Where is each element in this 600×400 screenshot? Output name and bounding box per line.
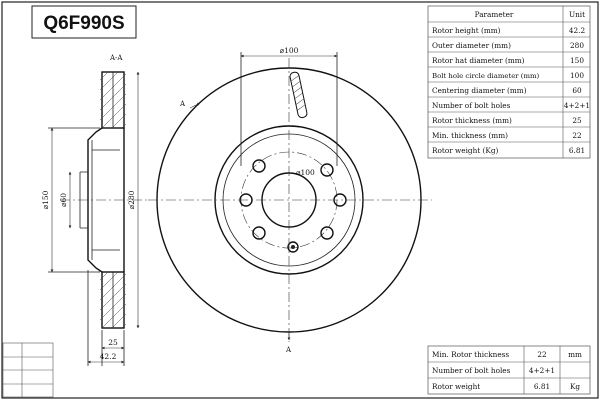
spec-row-value: 22 [572,131,581,140]
corner-stamp [2,342,54,398]
spec-row-param: Outer diameter (mm) [432,41,511,50]
bolt-hole [252,159,266,173]
section-view: A-A [41,54,150,366]
dim-bolt-circle-top: ⌀100 [280,46,299,55]
section-mark-top: A [179,100,186,108]
dim-hat-diameter: ⌀150 [41,190,50,209]
spec-row-param: Centering diameter (mm) [432,86,527,95]
part-code: Q6F990S [43,13,124,34]
summary-row-value: 22 [537,350,546,359]
spec-row-param: Bolt hole circle diameter (mm) [432,72,540,80]
title-block: Q6F990S [31,5,137,39]
dim-total-height: 42.2 [100,352,117,361]
summary-row-label: Rotor weight [432,382,480,391]
locating-hole [287,241,299,253]
section-view-label: A-A [109,54,123,62]
vent-slot [289,71,308,119]
spec-row-param: Rotor thickness (mm) [432,116,512,125]
spec-row-param: Rotor height (mm) [432,26,501,35]
summary-row-value: 4+2+1 [529,366,555,375]
hatch-bottom [100,272,126,328]
spec-row-value: 4+2+1 [564,101,590,110]
spec-row-value: 25 [572,116,582,125]
spec-header-unit: Unit [569,10,585,19]
spec-row-param: Min. thickness (mm) [432,131,508,140]
bolt-hole [320,226,334,240]
spec-row-value: 60 [572,86,582,95]
spec-row-value: 42.2 [569,26,585,35]
summary-row-label: Number of bolt holes [432,366,511,375]
summary-row-value: 6.81 [534,382,550,391]
spec-row-value: 100 [570,71,584,80]
bolt-hole [252,226,266,240]
summary-row-unit: mm [568,350,582,359]
dim-bolt-circle-label: ⌀100 [296,168,315,177]
front-view: ⌀100 ⌀100 A A [148,46,432,354]
summary-table: Min. Rotor thickness 22 mm Number of bol… [427,345,591,395]
dim-thickness: 25 [108,338,118,347]
section-mark-bottom: A [285,346,292,354]
spec-table: Parameter Unit Rotor height (mm) 42.2 Ou… [427,5,591,159]
spec-row-param: Rotor weight (Kg) [432,146,499,155]
dim-centering-diameter: ⌀60 [59,193,68,207]
spec-row-value: 280 [570,41,584,50]
dim-outer-diameter: ⌀280 [127,190,136,209]
spec-row-value: 6.81 [569,146,585,155]
summary-row-label: Min. Rotor thickness [432,350,509,359]
bolt-hole [320,163,334,177]
spec-row-param: Number of bolt holes [432,101,511,110]
spec-row-value: 150 [570,56,584,65]
spec-header-parameter: Parameter [475,10,514,19]
hatch-top [100,72,126,128]
locating-hole-center [291,245,295,249]
spec-row-param: Rotor hat diameter (mm) [432,56,525,65]
summary-row-unit: Kg [570,382,580,391]
